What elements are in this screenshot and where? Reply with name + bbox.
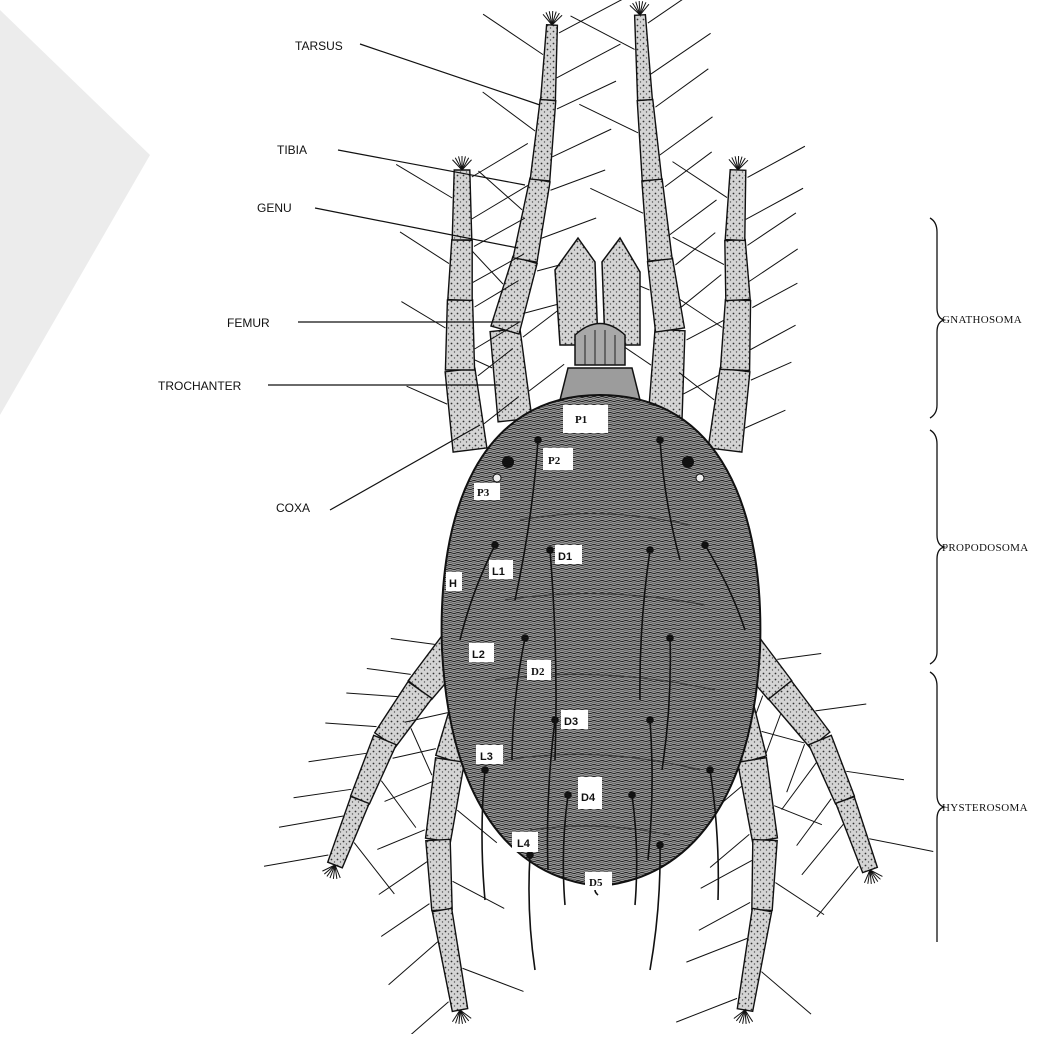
seta-label-l4: L4 [517,838,531,850]
seta-label-d2: D2 [531,666,545,678]
eye-spot-right [696,474,704,482]
seta-label-h: H [449,578,457,590]
watermark-shape [0,10,150,415]
seta-label-l1: L1 [492,566,505,578]
eye-right [682,456,694,468]
label-femur: FEMUR [227,316,270,330]
seta-label-d3: D3 [564,716,578,728]
seta-label-l2: L2 [472,649,485,661]
label-propodosoma: PROPODOSOMA [942,542,1028,554]
seta-label-d4: D4 [581,792,596,804]
label-hysterosoma: HYSTEROSOMA [942,802,1028,814]
label-gnathosoma: GNATHOSOMA [942,314,1022,326]
seta-label-p3: P3 [477,487,490,499]
seta-label-p1: P1 [575,414,587,426]
label-tibia: TIBIA [277,143,307,157]
label-trochanter: TROCHANTER [158,379,242,393]
label-genu: GENU [257,201,292,215]
label-tarsus: TARSUS [295,39,343,53]
label-coxa: COXA [276,501,310,515]
seta-label-d5: D5 [589,877,603,889]
seta-label-d1: D1 [558,551,572,563]
region-braces [930,218,944,942]
gnathosoma-mouthparts [555,238,640,400]
eye-left [502,456,514,468]
idiosoma-body [442,395,761,886]
leg-2-right [672,146,804,452]
seta-label-p2: P2 [548,455,561,467]
eye-spot-left [493,474,501,482]
seta-label-l3: L3 [480,751,493,763]
